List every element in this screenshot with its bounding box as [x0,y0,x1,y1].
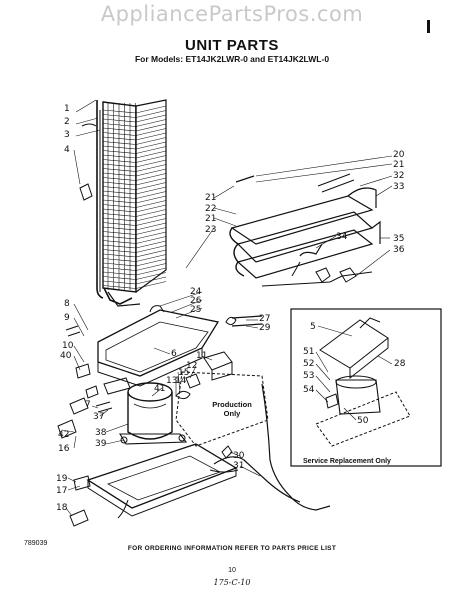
callout-2: 2 [64,117,70,127]
watermark: AppliancePartsPros.com [100,2,364,26]
page-title: UNIT PARTS [185,37,279,54]
callout-22: 22 [205,204,217,214]
handwritten-code: 175-C-10 [213,578,251,587]
callout-5: 5 [310,322,316,332]
callout-10: 10 [62,341,74,351]
callout-30: 30 [233,451,245,461]
callout-19: 19 [56,474,68,484]
callout-33: 33 [393,182,405,192]
callout-34: 34 [336,232,348,242]
callout-7: 7 [85,400,91,410]
callout-4: 4 [64,145,70,155]
model-subtitle: For Models: ET14JK2LWR-0 and ET14JK2LWL-… [134,54,330,64]
production-only-note: Production Only [212,400,252,418]
callout-28: 28 [394,359,406,369]
service-replacement-label: Service Replacement Only [303,458,391,465]
callout-21a: 21 [393,160,405,170]
callout-6: 6 [171,349,177,359]
callout-42: 42 [58,430,70,440]
mounting-plate [86,443,239,519]
callout-23: 23 [205,225,217,235]
callout-8: 8 [64,299,70,309]
callout-35: 35 [393,234,405,244]
callout-50: 50 [357,416,369,426]
callout-53: 53 [303,371,315,381]
document-code: 789039 [24,540,48,547]
callout-3: 3 [64,130,70,140]
callout-11: 11 [196,351,208,361]
callout-1: 1 [64,104,70,114]
callout-12: 12 [186,361,198,371]
callout-37: 37 [93,412,105,422]
callout-40: 40 [60,351,72,361]
callout-25: 25 [190,305,202,315]
evaporator-coil [229,173,381,279]
service-compressor [315,317,411,447]
ordering-info-footer: FOR ORDERING INFORMATION REFER TO PARTS … [127,545,337,552]
callout-21b: 21 [205,193,217,203]
callout-32: 32 [393,171,405,181]
callout-54: 54 [303,385,315,395]
callout-13: 13 [166,376,178,386]
compressor [119,382,188,445]
callout-26: 26 [190,296,202,306]
corner-mark [427,20,430,33]
callout-20: 20 [393,150,405,160]
callout-18: 18 [56,503,68,513]
drain-pan [97,309,220,387]
callout-14: 14 [175,376,187,386]
callout-15: 15 [178,368,190,378]
callout-36: 36 [393,245,405,255]
callout-38: 38 [95,428,107,438]
callout-9: 9 [64,313,70,323]
callout-24: 24 [190,287,202,297]
callout-41: 41 [154,384,166,394]
condenser-coil [96,99,167,307]
callout-17: 17 [56,486,68,496]
callout-39: 39 [95,439,107,449]
callout-31: 31 [233,461,245,471]
callout-27: 27 [259,314,271,324]
page-number: 10 [228,567,236,574]
callout-52: 52 [303,359,315,369]
callout-51: 51 [303,347,315,357]
callout-16: 16 [58,444,70,454]
callout-29: 29 [259,323,271,333]
callout-21c: 21 [205,214,217,224]
